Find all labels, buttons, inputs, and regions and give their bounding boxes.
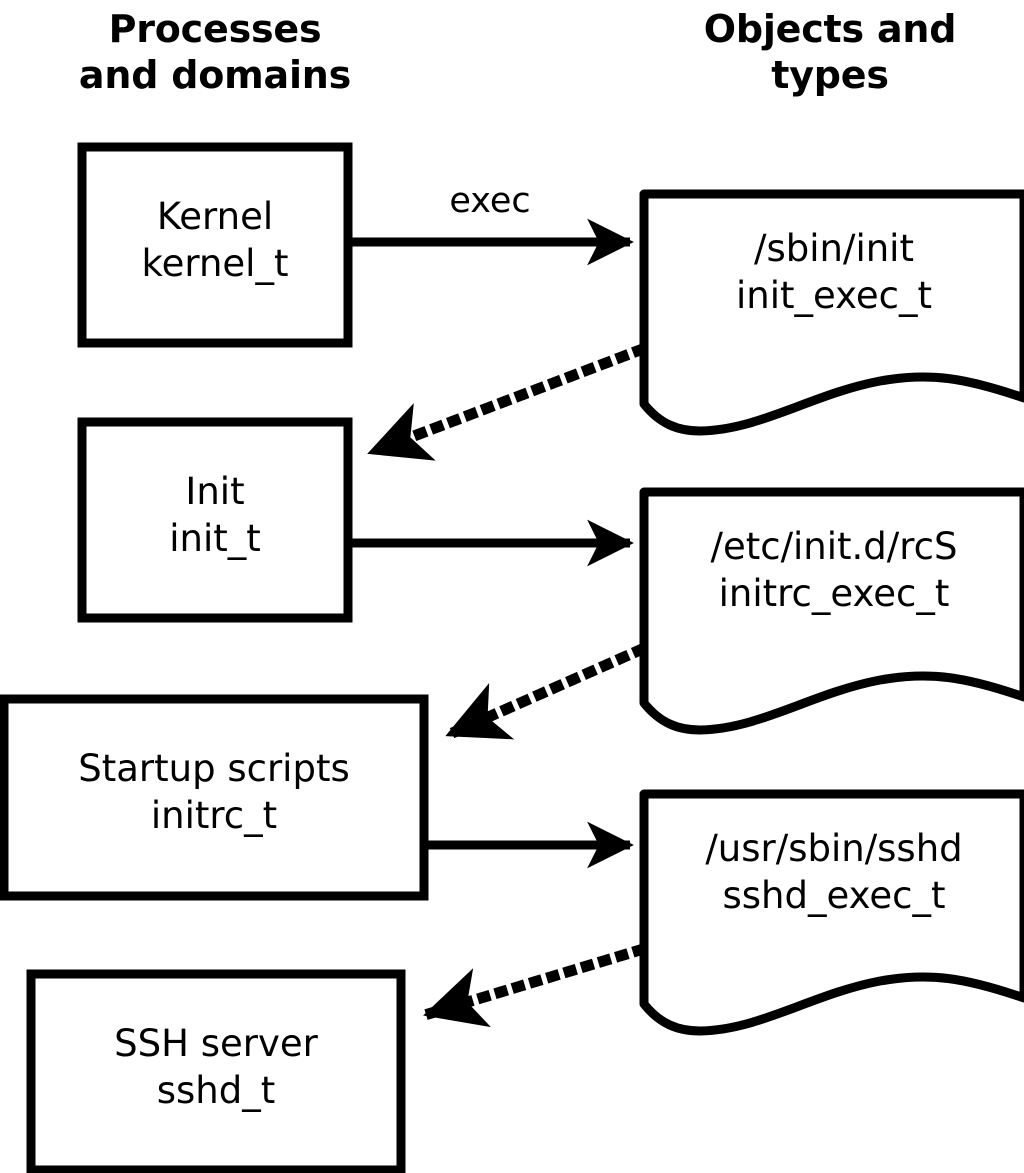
edge-sshd-exec-to-sshd (421, 943, 647, 1028)
edge-initrc-exec-to-initrc (442, 642, 648, 742)
edge-init-exec-to-init (364, 342, 648, 461)
object-node-init-exec[interactable] (639, 189, 1024, 436)
edge-label-exec: exec (449, 181, 531, 221)
column-header-objects: Objects and types (703, 7, 957, 97)
process-node-sshd[interactable] (26, 969, 406, 1173)
process-node-kernel[interactable] (77, 142, 353, 348)
column-header-processes: Processes and domains (78, 7, 352, 97)
process-node-init[interactable] (77, 417, 353, 623)
object-node-sshd-exec[interactable] (639, 789, 1024, 1036)
object-node-initrc-exec[interactable] (639, 487, 1024, 735)
process-node-initrc[interactable] (0, 694, 429, 901)
